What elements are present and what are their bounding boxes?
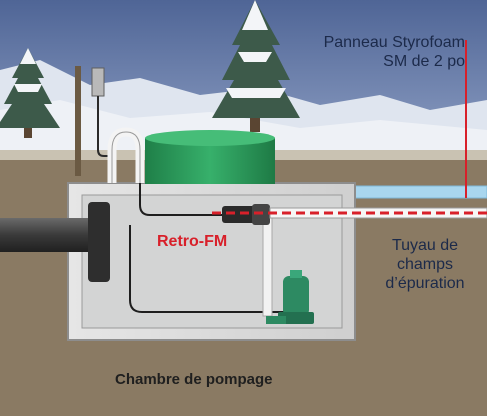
riser-lid-top: [145, 130, 275, 146]
control-cable: [139, 183, 222, 216]
snow-field: [0, 100, 487, 160]
field-pipe-label-line2: champs: [396, 256, 454, 273]
styrofoam-panel: [354, 185, 487, 199]
tree-icon: [212, 0, 300, 132]
pump-cable: [129, 225, 290, 313]
field-pipe-label-line3: d’épuration: [385, 275, 465, 292]
inlet-pipe-tee: [88, 202, 110, 282]
discharge-pipe: [262, 211, 273, 317]
field-pipe-label-line1: Tuyau de: [391, 237, 459, 254]
inlet-pipe: [0, 218, 100, 252]
styrofoam-panel-label-line2: SM de 2 po: [383, 53, 465, 70]
retro-fm-label: Retro-FM: [157, 233, 228, 250]
field-pipe-label: Tuyau de champs d’épuration: [375, 236, 475, 293]
pump-chamber-label: Chambre de pompage: [115, 371, 273, 388]
electrical-box-icon: [91, 67, 105, 97]
pump-icon: [266, 270, 314, 324]
tree-icon: [0, 48, 60, 138]
electrical-post: [75, 66, 81, 176]
styrofoam-panel-label-line1: Panneau Styrofoam: [323, 34, 465, 51]
styrofoam-panel-label: Panneau Styrofoam SM de 2 po: [324, 33, 465, 71]
